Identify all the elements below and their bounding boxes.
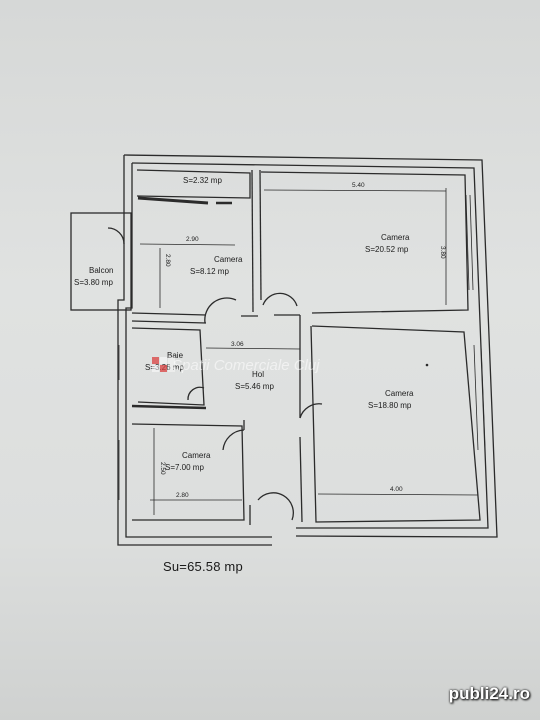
- outer-wall-inner: [131, 162, 489, 529]
- room-area-camera-4: S=7.00 mp: [165, 463, 204, 472]
- door-arc: [262, 292, 298, 307]
- dimension-label: 2.90: [186, 236, 199, 243]
- door-arc: [204, 297, 237, 324]
- outer-wall-west-inner: [125, 163, 272, 538]
- room-name-baie: Baie: [167, 351, 184, 360]
- brand-name: publi24: [448, 684, 509, 703]
- door-arc: [257, 492, 294, 521]
- room-area-balcon: S=3.80 mp: [74, 278, 113, 287]
- room-name-camera-3: Camera: [385, 389, 414, 398]
- balcony-outline: [70, 212, 132, 311]
- brand-tld: .ro: [508, 684, 530, 703]
- room-name-camera-1: Camera: [381, 233, 410, 242]
- dimension-label: 3.06: [231, 341, 244, 348]
- door-arc: [222, 429, 245, 451]
- dimension-label: 4.00: [390, 486, 403, 493]
- room-name-hol: Hol: [252, 370, 264, 379]
- room-area-camera-3: S=18.80 mp: [368, 401, 412, 410]
- dimension-label: 2.80: [164, 254, 171, 267]
- total-area: Su=65.58 mp: [163, 559, 243, 574]
- room-area-small: S=2.32 mp: [183, 176, 222, 185]
- room-name-balcon: Balcon: [89, 266, 113, 275]
- room-area-camera-1: S=20.52 mp: [365, 245, 409, 254]
- door-arc: [299, 403, 323, 419]
- site-logo: publi24.ro: [449, 684, 530, 704]
- outer-wall: [123, 154, 498, 538]
- watermark-text: Spatii Comerciale Cluj: [172, 357, 320, 374]
- dimension-label: 3.80: [439, 246, 446, 259]
- dimension-label: 2.50: [159, 462, 166, 475]
- outer-wall-west: [117, 155, 272, 546]
- watermark-logo-icon: [152, 357, 175, 372]
- door-arc: [187, 386, 205, 401]
- room-name-camera-2: Camera: [214, 255, 243, 264]
- room-name-camera-4: Camera: [182, 451, 211, 460]
- room-area-hol: S=5.46 mp: [235, 382, 274, 391]
- dimension-label: 5.40: [352, 182, 365, 189]
- mark-dot: [425, 363, 429, 367]
- room-area-camera-2: S=8.12 mp: [190, 267, 229, 276]
- dimension-label: 2.80: [176, 492, 189, 499]
- balcony-door-arc: [107, 227, 125, 245]
